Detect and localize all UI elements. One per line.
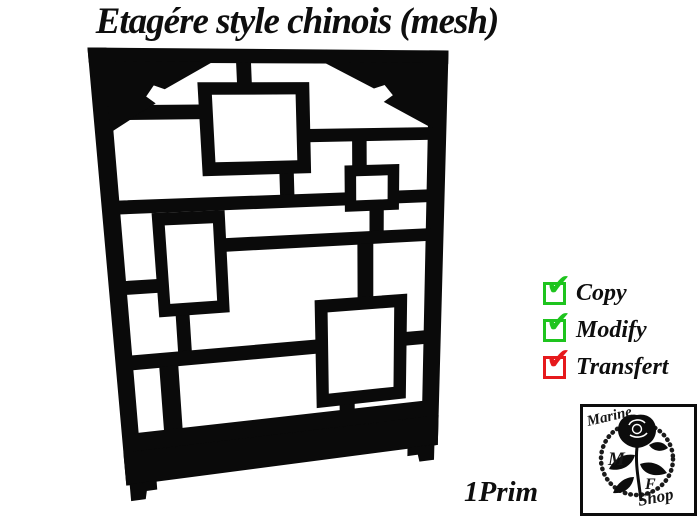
checkbox-checked-icon: ✔ (543, 308, 571, 342)
permission-label: Copy (576, 280, 627, 306)
permission-label: Modify (576, 317, 647, 343)
shop-logo: Marine M F Shop (580, 404, 697, 516)
prim-count-label: 1Prim (464, 476, 539, 508)
checkbox-checked-icon: ✔ (543, 345, 571, 379)
check-icon: ✔ (546, 305, 572, 340)
check-icon: ✔ (546, 268, 572, 303)
permission-row-transfert: ✔ Transfert (543, 345, 669, 390)
logo-initial-m: M (607, 449, 626, 470)
checkbox-checked-icon: ✔ (543, 271, 571, 305)
check-icon: ✔ (546, 342, 572, 377)
permission-row-modify: ✔ Modify (543, 308, 668, 353)
permission-label: Transfert (576, 354, 669, 380)
shop-logo-graphic: Marine M F Shop (584, 404, 676, 510)
product-title: Etagére style chinois (mesh) (95, 1, 500, 42)
logo-shop-text: Shop (636, 484, 675, 510)
permissions-list: ✔ Copy ✔ Modify ✔ Transfert (543, 271, 669, 390)
rose-icon (609, 414, 668, 502)
permission-row-copy: ✔ Copy (543, 271, 668, 316)
logo-initial-f: F (644, 476, 656, 493)
